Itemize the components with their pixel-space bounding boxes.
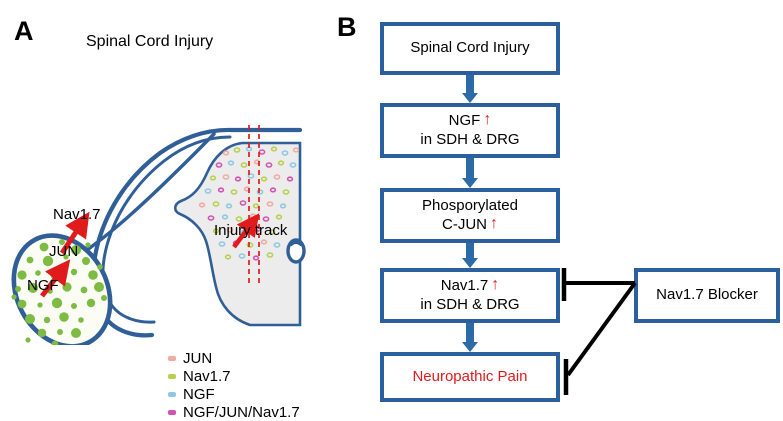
- legend-item-ngf: NGF: [168, 386, 300, 403]
- drg-label-jun: JUN: [49, 243, 79, 260]
- panel-a-title: Spinal Cord Injury: [86, 33, 214, 50]
- injury-track-arrow: [232, 213, 260, 249]
- flow-box-cjun-line2-row: C-JUN ↑: [442, 214, 498, 235]
- flow-box-spinal-cord-injury: Spinal Cord Injury: [380, 22, 560, 75]
- injury-track-label: Injury track: [214, 222, 288, 239]
- flow-box-sci-line1: Spinal Cord Injury: [410, 39, 530, 57]
- flow-box-cjun-line1: Phosporylated: [422, 196, 518, 214]
- panel-a-letter: A: [14, 16, 34, 46]
- drg-label-nav17: Nav1.7: [53, 206, 101, 223]
- legend-item-nav17: Nav1.7: [168, 368, 300, 385]
- drg-label-ngf: NGF: [27, 277, 59, 294]
- flow-box-blocker-line1: Nav1.7 Blocker: [656, 286, 758, 304]
- flow-box-nav17: Nav1.7 ↑ in SDH & DRG: [380, 268, 560, 323]
- arrow-stem: [466, 243, 474, 258]
- arrow-stem: [466, 323, 474, 342]
- legend-swatch-jun: [168, 356, 176, 361]
- flow-box-ngf: NGF ↑ in SDH & DRG: [380, 103, 560, 158]
- legend-swatch-nav17: [168, 374, 176, 379]
- flow-arrow-ngf-to-cjun: [462, 158, 478, 188]
- arrow-head: [462, 93, 478, 103]
- legend-label-nav17: Nav1.7: [183, 368, 231, 385]
- arrow-head: [462, 258, 478, 268]
- panel-b-letter: B: [337, 12, 357, 42]
- up-arrow-icon: ↑: [490, 214, 498, 232]
- up-arrow-icon: ↑: [483, 111, 492, 129]
- flow-box-nav17-blocker: Nav1.7 Blocker: [634, 268, 780, 323]
- legend-label-jun: JUN: [183, 350, 213, 367]
- legend-item-jun: JUN: [168, 350, 300, 367]
- spinal-cord-inner-outline: [101, 135, 232, 324]
- flow-box-neuropathic-pain: Neuropathic Pain: [380, 352, 560, 402]
- arrow-head: [462, 342, 478, 352]
- spinal-cord-anatomy-diagram: [11, 125, 306, 345]
- flow-box-phosphorylated-cjun: Phosporylated C-JUN ↑: [380, 188, 560, 243]
- flow-arrow-sci-to-ngf: [462, 75, 478, 103]
- central-canal-accent: [288, 240, 304, 247]
- arrow-stem: [466, 75, 474, 93]
- inhibition-connectors: [561, 268, 637, 395]
- flow-box-nav17-line1-row: Nav1.7 ↑: [441, 277, 500, 296]
- flow-box-ngf-line1: NGF: [448, 111, 481, 129]
- flow-box-pain-line1: Neuropathic Pain: [412, 367, 528, 385]
- flow-box-nav17-line1: Nav1.7: [440, 276, 489, 294]
- legend-label-colocalized: NGF/JUN/Nav1.7: [183, 404, 300, 421]
- arrow-stem: [466, 158, 474, 178]
- inhibition-line-to-pain: [566, 281, 637, 377]
- flow-arrow-nav17-to-pain: [462, 323, 478, 352]
- ngf-to-jun-arrow: [40, 259, 71, 298]
- jun-to-nav17-arrow: [59, 211, 90, 255]
- legend-swatch-colocalized: [168, 410, 176, 415]
- flow-box-ngf-line1-row: NGF ↑: [449, 112, 492, 131]
- flow-box-ngf-line2: in SDH & DRG: [420, 130, 520, 148]
- legend-swatch-ngf: [168, 392, 176, 397]
- spinal-cord-outline: [91, 127, 303, 338]
- up-arrow-icon: ↑: [491, 276, 500, 294]
- flow-box-cjun-line2: C-JUN: [442, 215, 487, 233]
- flow-arrow-cjun-to-nav17: [462, 243, 478, 268]
- legend: JUN Nav1.7 NGF NGF/JUN/Nav1.7: [168, 350, 300, 421]
- flow-box-nav17-line2: in SDH & DRG: [420, 295, 520, 313]
- legend-label-ngf: NGF: [183, 386, 215, 403]
- legend-item-colocalized: NGF/JUN/Nav1.7: [168, 404, 300, 421]
- arrow-head: [462, 178, 478, 188]
